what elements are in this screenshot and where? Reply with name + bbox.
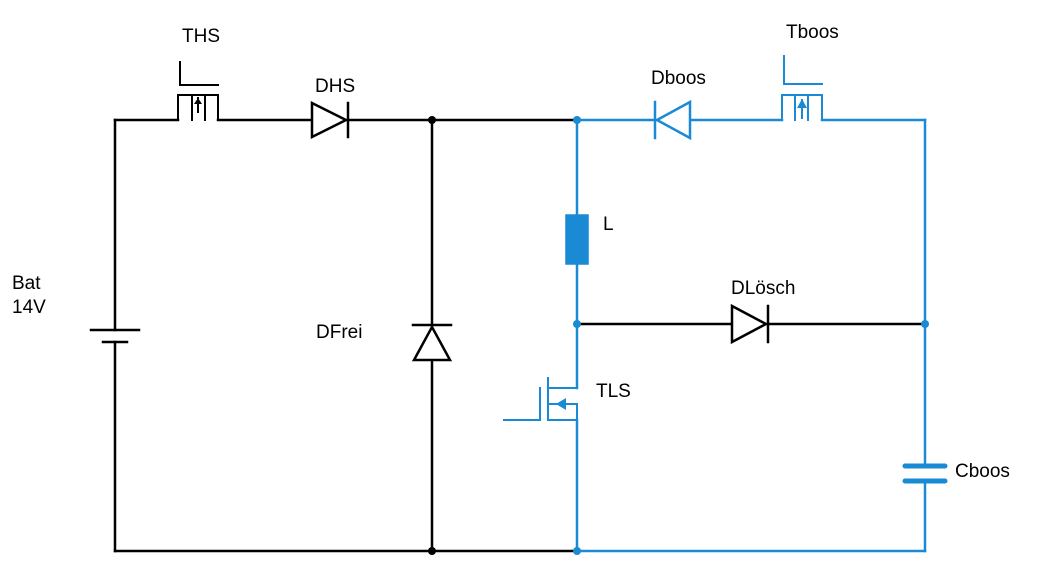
junction-dot-bottom-dfrei bbox=[428, 547, 436, 555]
tls-label: TLS bbox=[596, 381, 631, 402]
junction-dot-top-center bbox=[573, 116, 581, 124]
tls-mosfet-symbol bbox=[503, 377, 578, 421]
ths-mosfet-symbol bbox=[177, 61, 219, 121]
battery-voltage-label: 14V bbox=[12, 297, 46, 318]
dloesch-label: DLösch bbox=[731, 278, 795, 299]
junction-dot-bottom-center bbox=[573, 547, 581, 555]
inductor-l-symbol bbox=[565, 214, 589, 265]
battery-label: Bat bbox=[12, 273, 41, 294]
junction-dot-right-mid bbox=[921, 320, 929, 328]
cboos-label: Cboos bbox=[955, 461, 1010, 482]
black-net bbox=[113, 118, 927, 553]
battery-symbol bbox=[89, 328, 141, 344]
dfrei-label: DFrei bbox=[316, 322, 362, 343]
ths-label: THS bbox=[182, 26, 220, 47]
dboos-diode-symbol bbox=[653, 99, 692, 141]
junction-dot-mid-center bbox=[573, 320, 581, 328]
junction-dot-top-dfrei bbox=[428, 116, 436, 124]
dhs-diode-symbol bbox=[310, 100, 350, 140]
dfrei-diode-symbol bbox=[411, 323, 453, 362]
tboos-mosfet-symbol bbox=[781, 55, 823, 121]
inductor-label: L bbox=[603, 214, 614, 235]
tboos-label: Tboos bbox=[786, 22, 839, 43]
blue-net bbox=[575, 118, 927, 553]
cboos-capacitor-symbol bbox=[902, 463, 948, 484]
dboos-label: Dboos bbox=[651, 68, 706, 89]
dhs-label: DHS bbox=[315, 76, 355, 97]
dloesch-diode-symbol bbox=[730, 303, 770, 345]
